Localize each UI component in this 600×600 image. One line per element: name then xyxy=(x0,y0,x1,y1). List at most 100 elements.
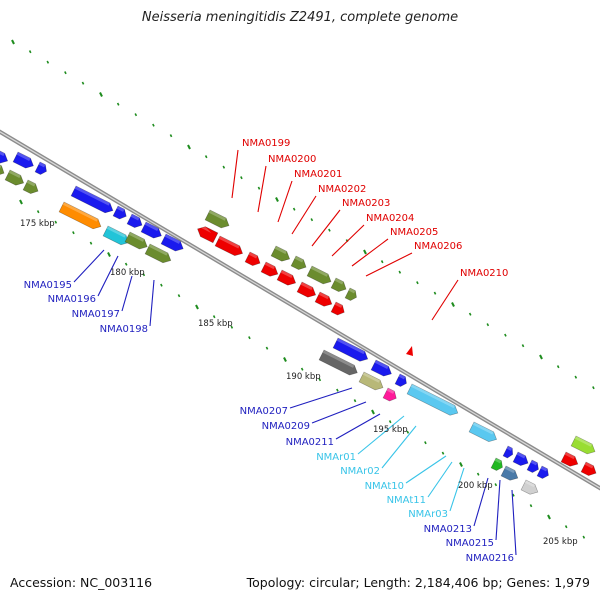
outer-tick xyxy=(46,60,50,64)
gene-label: NMA0204 xyxy=(366,213,414,224)
inner-tick xyxy=(142,273,146,277)
inner-tick xyxy=(212,315,216,319)
gene-label: NMA0205 xyxy=(390,227,438,238)
gene-feature xyxy=(570,435,596,455)
gene-feature xyxy=(502,445,514,459)
gene-label: NMA0196 xyxy=(48,294,96,305)
gene-feature xyxy=(536,465,549,479)
leader-line xyxy=(405,455,447,484)
outer-tick xyxy=(81,81,85,85)
gene-feature xyxy=(197,226,219,244)
inner-tick xyxy=(424,441,427,445)
tick-label: 205 kbp xyxy=(543,537,578,547)
gene-feature xyxy=(306,265,332,285)
gene-label: NMAr01 xyxy=(316,452,356,463)
gene-feature xyxy=(370,359,392,377)
gene-feature xyxy=(58,201,102,230)
outer-tick xyxy=(222,165,226,169)
outer-tick xyxy=(28,50,32,54)
outer-tick xyxy=(169,134,173,138)
gene-feature xyxy=(314,291,333,307)
outer-tick xyxy=(592,386,595,390)
gene-feature xyxy=(214,235,243,256)
gene-label: NMA0207 xyxy=(240,406,288,417)
outer-tick xyxy=(134,113,138,117)
gene-feature xyxy=(0,161,5,176)
leader-line xyxy=(231,149,239,199)
leader-line xyxy=(121,275,133,312)
inner-tick xyxy=(89,241,93,245)
gene-feature xyxy=(318,349,358,376)
leader-line xyxy=(473,477,489,527)
gene-feature xyxy=(34,161,47,175)
leader-line xyxy=(149,279,155,327)
gene-feature xyxy=(0,147,9,164)
inner-tick xyxy=(547,514,551,520)
outer-tick xyxy=(416,281,419,285)
gene-feature xyxy=(70,185,114,214)
gene-feature xyxy=(290,255,307,270)
inner-tick xyxy=(177,294,181,298)
inner-tick xyxy=(230,325,234,329)
inner-tick xyxy=(283,357,287,362)
inner-tick xyxy=(36,210,40,214)
tick-label: 175 kbp xyxy=(20,219,55,229)
inner-tick xyxy=(19,199,23,205)
gene-feature xyxy=(296,281,317,298)
gene-label: NMA0210 xyxy=(460,268,508,279)
outer-tick xyxy=(451,302,455,307)
outer-tick xyxy=(539,354,543,360)
outer-tick-ring xyxy=(11,39,595,390)
gene-feature xyxy=(260,261,279,277)
leader-line xyxy=(291,195,317,235)
inner-tick xyxy=(107,252,111,257)
inner-tick xyxy=(406,430,410,434)
gene-label: NMA0206 xyxy=(414,241,462,252)
gene-feature xyxy=(394,373,407,387)
leader-line xyxy=(427,461,453,498)
outer-tick xyxy=(257,186,261,190)
gene-feature xyxy=(270,245,291,262)
inner-tick xyxy=(353,399,357,403)
inner-tick xyxy=(248,336,251,340)
leader-line xyxy=(257,165,267,213)
outer-tick xyxy=(574,375,578,379)
outer-tick xyxy=(310,218,314,222)
gene-feature xyxy=(12,151,34,169)
leader-line xyxy=(431,279,459,321)
outer-tick xyxy=(398,270,402,274)
inner-tick xyxy=(512,493,515,497)
inner-tick xyxy=(441,451,445,455)
gene-features xyxy=(0,147,597,495)
gene-feature xyxy=(358,371,384,391)
gene-feature xyxy=(500,465,519,481)
leader-line xyxy=(511,489,517,556)
gene-feature xyxy=(4,169,25,186)
gene-feature xyxy=(330,301,345,316)
leader-line xyxy=(495,479,501,541)
gene-label: NMAt11 xyxy=(387,495,426,506)
outer-tick xyxy=(187,144,191,150)
gene-feature xyxy=(126,213,143,228)
gene-label: NMA0201 xyxy=(294,169,342,180)
gene-label: NMA0213 xyxy=(424,524,472,535)
gene-label: NMA0202 xyxy=(318,184,366,195)
gene-label: NMAr02 xyxy=(340,466,380,477)
outer-tick xyxy=(116,102,120,106)
inner-tick xyxy=(476,472,480,476)
outer-tick xyxy=(328,228,331,232)
inner-tick xyxy=(195,304,199,310)
inner-tick xyxy=(300,367,304,371)
outer-tick xyxy=(380,260,384,264)
inner-tick xyxy=(564,525,568,529)
inner-tick xyxy=(54,220,58,224)
outer-tick xyxy=(204,155,208,159)
gene-label: NMA0216 xyxy=(466,553,514,564)
backbone-inner-line xyxy=(0,131,600,489)
gene-label: NMAt10 xyxy=(365,481,404,492)
gene-feature xyxy=(512,451,529,466)
gene-label: NMAr03 xyxy=(408,509,448,520)
outer-tick xyxy=(275,197,279,202)
